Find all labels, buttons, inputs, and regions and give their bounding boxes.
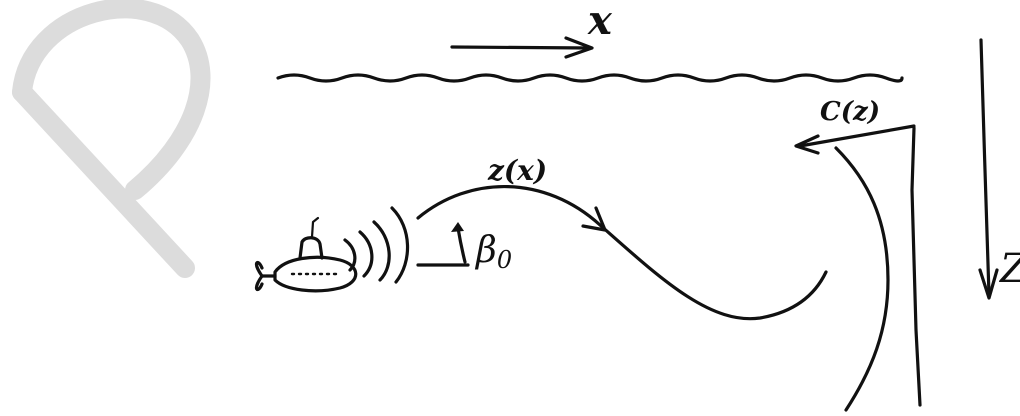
- launch-angle-label: β0: [474, 230, 512, 274]
- submarine-icon: [254, 216, 358, 293]
- watermark-bowl: [12, 0, 211, 200]
- watermark-logo: [12, 0, 211, 278]
- sonar-waves-icon: [343, 206, 410, 284]
- sound-speed-profile: [794, 124, 922, 412]
- x-axis-arrow: [450, 36, 594, 59]
- ray-path-label: z(x): [487, 154, 547, 187]
- watermark-stem: [12, 82, 195, 278]
- x-axis-label: x: [587, 0, 613, 44]
- ray-path-arrowhead: [581, 206, 607, 232]
- beta-subscript: 0: [497, 246, 512, 274]
- launch-angle-marker: [416, 222, 470, 267]
- beta-symbol: β: [474, 230, 497, 271]
- ray-path-curve: [416, 185, 828, 321]
- sound-speed-label: C(z): [820, 97, 880, 127]
- z-axis-label: Z: [998, 246, 1020, 292]
- z-axis-arrow: [978, 38, 999, 300]
- sea-surface: [276, 73, 904, 83]
